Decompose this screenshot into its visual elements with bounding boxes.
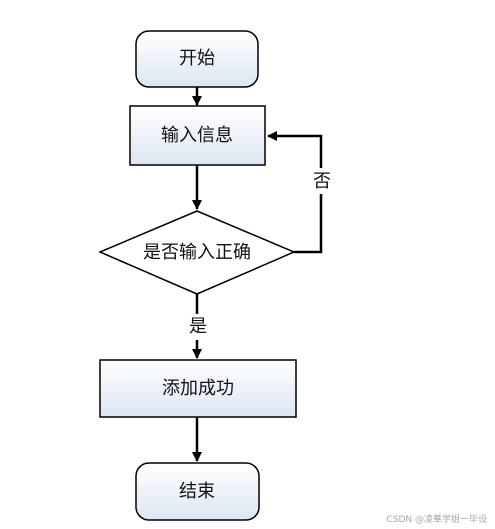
edge-label-no: 否 [313, 171, 331, 192]
decision-node: 是否输入正确 [98, 210, 296, 295]
start-node-label: 开始 [179, 48, 215, 69]
input-node: 输入信息 [129, 105, 266, 166]
success-node: 添加成功 [99, 359, 297, 418]
success-node-label: 添加成功 [162, 378, 234, 399]
edge-label-yes: 是 [189, 316, 207, 337]
start-node: 开始 [135, 30, 259, 88]
watermark-text: CSDN @凌華学姐一毕设 [386, 515, 487, 525]
yes-label-background [184, 314, 210, 340]
decision-node-label: 是否输入正确 [143, 242, 251, 263]
end-node-label: 结束 [179, 481, 215, 502]
no-label-background [309, 168, 335, 194]
end-node: 结束 [135, 462, 260, 521]
input-node-label: 输入信息 [161, 125, 233, 146]
